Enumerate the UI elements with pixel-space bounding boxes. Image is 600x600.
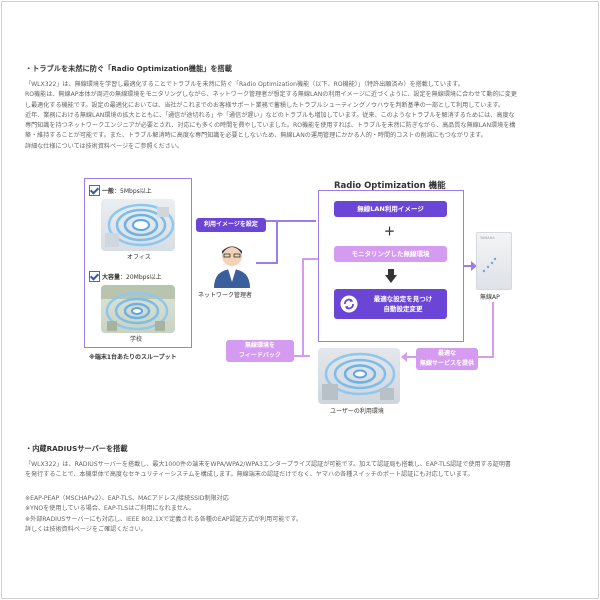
ro-title: Radio Optimization 機能 (334, 181, 446, 191)
user-environment-label: ユーザーの利用環境 (330, 408, 384, 415)
ro-diagram: 一般：5Mbps以上 オフィス 大容量：20Mbps以上 (70, 170, 530, 415)
school-image (101, 285, 175, 333)
wifi-signal-icon (101, 285, 175, 331)
arrow-line (492, 302, 494, 358)
section1-line: 「WLX322」は、無線環境を学習し最適化することでトラブルを未然に防ぐ「Rad… (25, 81, 464, 88)
set-usage-image-tag: 利用イメージを設定 (196, 218, 266, 232)
ap-brand: YAMAHA (480, 236, 495, 240)
network-manager-icon (214, 246, 250, 288)
network-manager-label: ネットワーク管理者 (198, 292, 253, 299)
arrow-left-icon (401, 352, 407, 362)
optimal-setting-button: 最適な設定を見つけ 自動設定変更 (334, 289, 447, 319)
wireless-ap-label: 無線AP (480, 294, 500, 301)
arrow-line (302, 258, 318, 260)
throughput-note: ※端末1台あたりのスループット (89, 354, 177, 361)
wifi-signal-icon (322, 352, 396, 400)
section2-body: 「WLX322」は、RADIUSサーバーを搭載し、最大1000件の端末をWPA/… (25, 460, 580, 481)
checkbox-large (89, 271, 100, 282)
usage-image-box: 一般：5Mbps以上 オフィス 大容量：20Mbps以上 (84, 178, 192, 348)
optimal-setting-text: 最適な設定を見つけ 自動設定変更 (373, 295, 433, 313)
user-environment-image (318, 348, 400, 404)
arrow-right-icon (471, 261, 477, 271)
office-label: オフィス (127, 254, 151, 261)
section1-line: 近年、業務における無線LAN環境の拡大とともに、「通信が途切れる」や「通信が遅い… (25, 111, 515, 119)
monitored-env-button: モニタリングした無線環境 (334, 246, 447, 262)
general-label: 一般：5Mbps以上 (102, 188, 152, 195)
section1-line: 専門知識を持つネットワークエンジニアが必要とされ、対応にも多くの時間を費やしてい… (25, 122, 516, 130)
section1-line: 詳細な仕様については技術資料ページをご参照ください。 (25, 142, 184, 150)
checkbox-general (89, 185, 100, 196)
plus-icon: ＋ (384, 225, 395, 238)
section2-line: を発行することで、本機単体で高度なセキュリティーシステムを構成します。無線端末の… (25, 471, 474, 479)
section1-line: し最適化する機能です。設定の最適化においては、当社がこれまでのお客様サポート業務… (25, 101, 505, 109)
arrow-line (276, 220, 278, 264)
section2-notes: ※EAP-PEAP（MSCHAPv2）、EAP-TLS、MACアドレス/接続SS… (25, 494, 580, 535)
arrow-line (302, 258, 304, 356)
school-label: 学校 (130, 336, 143, 343)
section1-body: 「WLX322」は、無線環境を学習し最適化することでトラブルを未然に防ぐ「Rad… (25, 80, 580, 152)
section2-line: 「WLX322」は、RADIUSサーバーを搭載し、最大1000件の端末をWPA/… (25, 461, 512, 468)
section1-title: ・トラブルを未然に防ぐ「Radio Optimization機能」を搭載 (25, 64, 232, 73)
section2-title: ・内蔵RADIUSサーバーを搭載 (25, 444, 128, 453)
ap-led-icon (482, 257, 497, 273)
arrow-line (294, 355, 310, 357)
section1-line: 築・維持することが可能です。また、トラブル解消時に高度な専門知識を必要としないた… (25, 132, 487, 140)
section2-note: ※外部RADIUSサーバーにも対応し、IEEE 802.1Xで定義される各種のE… (25, 515, 303, 523)
section2-note: 詳しくは技術資料ページをご確認ください。 (25, 525, 147, 533)
wifi-signal-icon (105, 203, 175, 247)
wlan-image-button: 無線LAN利用イメージ (334, 201, 447, 217)
arrow-line (463, 265, 473, 267)
feedback-tag: 無線環境を フィードバック (226, 340, 294, 362)
large-label: 大容量：20Mbps以上 (102, 274, 162, 281)
provide-service-tag: 最適な 無線サービスを提供 (416, 348, 478, 370)
arrow-down-icon (385, 269, 397, 283)
office-image (101, 199, 175, 251)
wireless-ap-device: YAMAHA (476, 232, 512, 290)
arrow-line (266, 220, 316, 222)
refresh-icon (340, 295, 358, 313)
section1-line: RO機能は、無線AP本体が周辺の無線環境をモニタリングしながら、ネットワーク管理… (25, 91, 517, 99)
section2-note: ※EAP-PEAP（MSCHAPv2）、EAP-TLS、MACアドレス/接続SS… (25, 495, 229, 502)
ro-function-box: 無線LAN利用イメージ ＋ モニタリングした無線環境 最適な設定を見つけ 自動設… (318, 190, 464, 342)
section2-note: ※YNOを使用している場合、EAP-TLSはご利用になれません。 (25, 505, 195, 513)
arrow-line (256, 262, 276, 264)
